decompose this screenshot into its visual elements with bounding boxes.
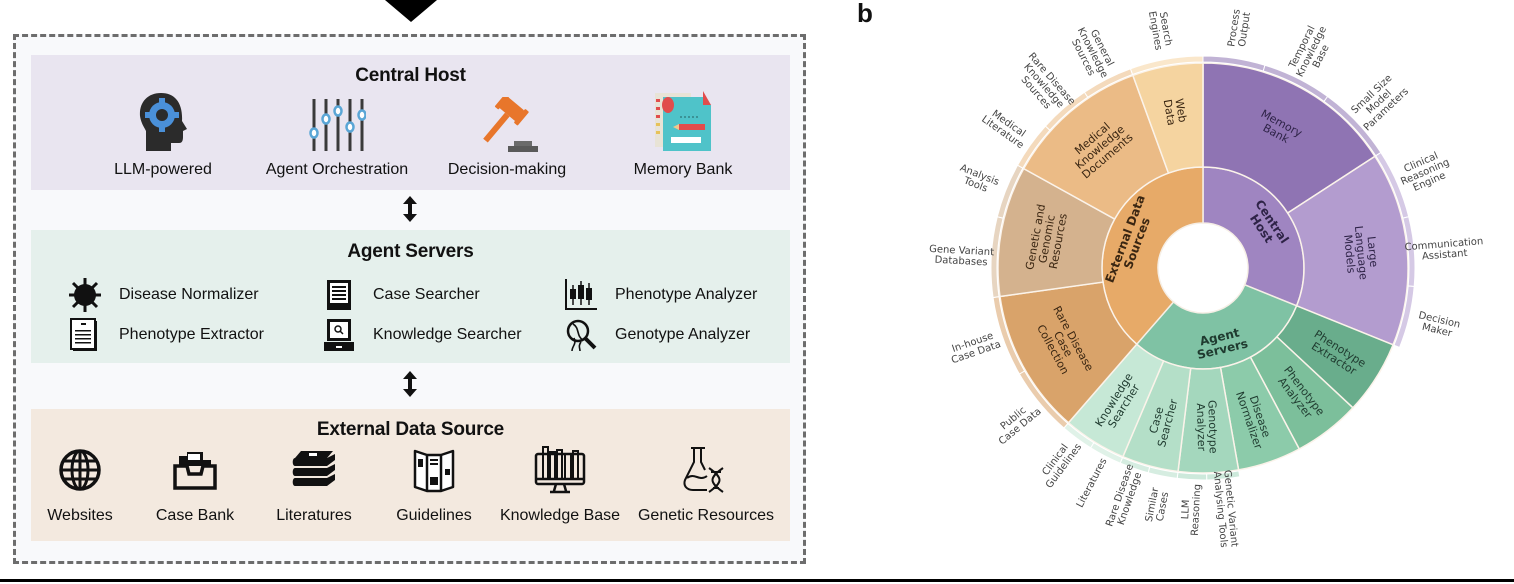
src-item-label: Knowledge Base — [499, 507, 621, 524]
open-brochure-icon — [364, 445, 504, 495]
head-gear-icon — [73, 91, 253, 153]
agent-item-phenotype-extractor: Phenotype Extractor — [65, 317, 264, 353]
sliders-icon — [247, 91, 427, 153]
host-item-memory: Memory Bank — [593, 91, 773, 179]
agent-item-label: Phenotype Extractor — [119, 326, 264, 343]
src-item-literatures: Literatures — [244, 445, 384, 525]
agent-item-label: Disease Normalizer — [119, 286, 259, 303]
file-tray-icon — [319, 277, 359, 313]
agent-item-disease-normalizer: Disease Normalizer — [65, 277, 259, 313]
inbox-folder-icon — [125, 445, 265, 495]
external-data-source-panel: External Data Source Websites Case Bank — [31, 409, 790, 541]
src-item-label: Genetic Resources — [637, 507, 775, 524]
candlestick-chart-icon — [561, 277, 601, 313]
external-data-source-title: External Data Source — [316, 419, 505, 440]
host-item-decision: Decision-making — [417, 91, 597, 179]
host-item-llm: LLM-powered — [73, 91, 253, 179]
outer-label-search-engines: SearchEngines — [1146, 9, 1174, 52]
agent-item-label: Case Searcher — [373, 286, 480, 303]
src-item-label: Guidelines — [396, 507, 472, 524]
outer-label-in-house-case-data: In-houseCase Data — [947, 329, 1003, 366]
document-icon — [65, 317, 105, 353]
bidirectional-arrow-icon — [402, 196, 418, 222]
outer-label-public-case-data: PublicCase Data — [990, 398, 1043, 447]
gavel-icon — [417, 91, 597, 153]
middle-segment-memory-bank — [1202, 62, 1376, 215]
agent-servers-panel: Agent Servers Disease Normalizer Case Se… — [31, 230, 790, 363]
middle-segment-large-language-models — [1286, 155, 1409, 346]
middle-ring — [997, 62, 1409, 474]
flask-dna-icon — [626, 445, 786, 495]
outer-label-decision-maker: DecisionMaker — [1415, 310, 1461, 341]
panel-label-b: b — [857, 0, 873, 28]
src-item-guidelines: Guidelines — [364, 445, 504, 525]
outer-segment-decision-maker — [1393, 285, 1415, 349]
outer-label-rare-disease-knowledge: Rare DiseaseKnowledge — [1104, 463, 1146, 532]
monitor-books-icon — [490, 445, 630, 495]
outer-label-general-knowledge-sources: GeneralKnowledgeSources — [1066, 21, 1119, 85]
src-item-label: Websites — [47, 507, 113, 524]
host-item-label: Agent Orchestration — [265, 161, 409, 178]
outer-segment-llm-reasoning — [1176, 471, 1208, 481]
outer-label-clinical-guidelines: ClinicalGuidelines — [1036, 436, 1085, 491]
agent-item-label: Genotype Analyzer — [615, 326, 751, 343]
book-stack-icon — [244, 445, 384, 495]
host-item-label: Decision-making — [447, 161, 567, 178]
inner-ring — [1101, 166, 1305, 370]
laptop-search-icon — [319, 317, 359, 353]
agent-item-knowledge-searcher: Knowledge Searcher — [319, 317, 522, 353]
outer-label-temporal-knowledge-base: TemporalKnowledgeBase — [1285, 20, 1338, 83]
notebook-pencil-icon — [593, 91, 773, 153]
agent-item-label: Phenotype Analyzer — [615, 286, 758, 303]
outer-label-llm-reasoning: LLMReasoning — [1179, 483, 1203, 536]
outer-segment-search-engines — [1129, 55, 1204, 76]
globe-icon — [10, 445, 150, 495]
central-host-panel: Central Host LLM-powered — [31, 55, 790, 190]
src-item-knowledge-base: Knowledge Base — [490, 445, 630, 525]
src-item-genetic-resources: Genetic Resources — [626, 445, 786, 525]
outer-label-genetic-variant-analysing-tools: Genetic VariantAnalysing Tools — [1211, 470, 1240, 549]
down-arrow-icon — [385, 0, 437, 22]
bidirectional-arrow-icon — [402, 371, 418, 397]
src-item-label: Case Bank — [155, 507, 235, 524]
bottom-divider — [0, 579, 1514, 582]
agent-item-case-searcher: Case Searcher — [319, 277, 480, 313]
outer-label-gene-variant-databases: Gene VariantDatabases — [928, 244, 994, 269]
outer-label-analysis-tools: AnalysisTools — [954, 163, 1000, 198]
middle-segment-web-data — [1131, 62, 1204, 175]
src-item-case-bank: Case Bank — [125, 445, 265, 525]
host-item-label: Memory Bank — [633, 161, 733, 178]
outer-label-clinical-reasoning-engine: ClinicalReasoningEngine — [1395, 147, 1455, 197]
outer-ring — [990, 55, 1416, 481]
src-item-websites: Websites — [10, 445, 150, 525]
outer-label-literatures: Literatures — [1075, 457, 1110, 510]
outer-label-communication-assistant: CommunicationAssistant — [1404, 236, 1484, 264]
host-item-label: LLM-powered — [114, 161, 212, 178]
outer-label-medical-literature: MedicalLiterature — [979, 105, 1031, 151]
dna-magnifier-icon — [561, 317, 601, 353]
outer-label-similar-cases: SimilarCases — [1144, 486, 1172, 525]
agent-servers-title: Agent Servers — [347, 241, 474, 262]
central-host-title: Central Host — [355, 65, 466, 86]
middle-label-genetic-and-genomic-resources: Genetic andGenomicResources — [1023, 203, 1071, 275]
outer-label-process-output: ProcessOutput — [1226, 8, 1253, 49]
host-item-orchestration: Agent Orchestration — [247, 91, 427, 179]
middle-label-web-data: WebData — [1161, 96, 1190, 126]
src-item-label: Literatures — [276, 507, 352, 524]
agent-item-phenotype-analyzer: Phenotype Analyzer — [561, 277, 757, 313]
middle-label-genotype-analyzer: GenotypeAnalyzer — [1194, 400, 1220, 454]
virus-icon — [65, 277, 105, 313]
middle-label-large-language-models: LargeLanguageModels — [1340, 224, 1381, 282]
agent-item-genotype-analyzer: Genotype Analyzer — [561, 317, 750, 353]
agent-item-label: Knowledge Searcher — [373, 326, 522, 343]
